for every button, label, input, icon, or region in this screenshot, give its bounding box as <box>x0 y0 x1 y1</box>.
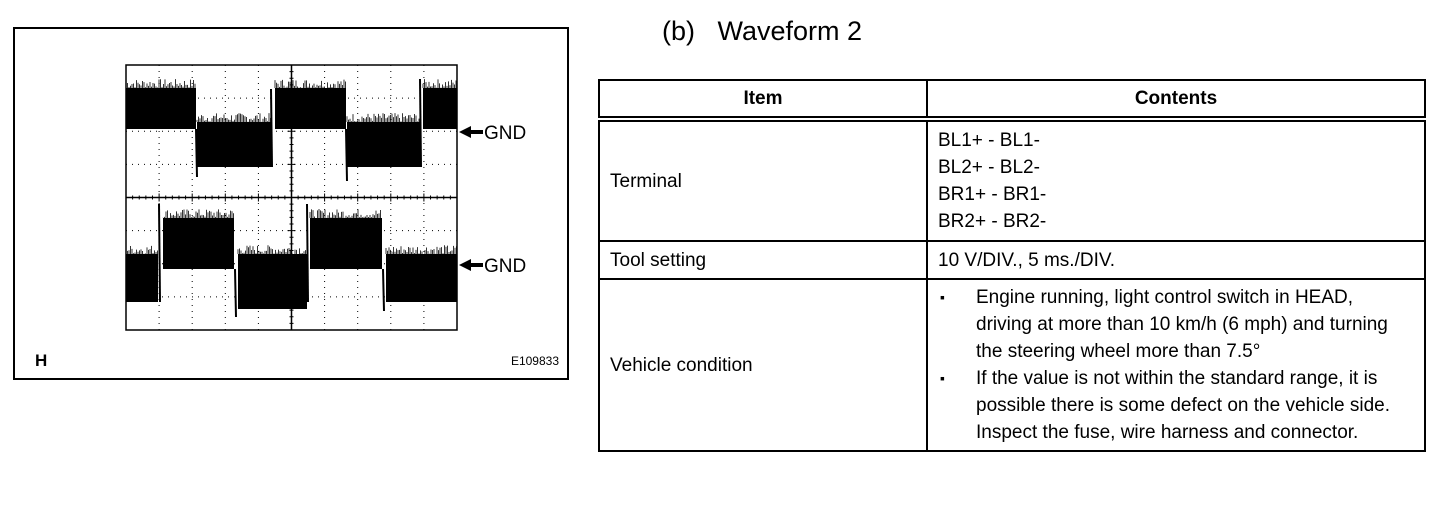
trace-edge <box>345 128 348 182</box>
trace-bottom-segment <box>238 254 307 309</box>
heading-title: Waveform 2 <box>717 16 863 46</box>
trace-top-segment <box>197 122 271 167</box>
bullet-icon: ▪ <box>940 370 945 386</box>
cell-vehicle-item: Vehicle condition <box>598 278 928 452</box>
trace-bottom-segment <box>386 254 457 302</box>
trace-edge <box>195 128 198 178</box>
waveform-figure: GND GND H E109833 <box>13 27 569 380</box>
terminal-line: BR1+ - BR1- <box>938 184 1047 205</box>
trace-top-segment <box>347 122 420 167</box>
bullet-icon: ▪ <box>940 289 945 305</box>
terminal-line: BR2+ - BR2- <box>938 211 1047 232</box>
table-row-tool-setting: Tool setting 10 V/DIV., 5 ms./DIV. <box>598 240 1426 280</box>
gnd-label-top: GND <box>484 123 527 144</box>
condition-text: If the value is not within the standard … <box>976 368 1391 443</box>
cell-tool-contents: 10 V/DIV., 5 ms./DIV. <box>926 240 1426 280</box>
header-item: Item <box>598 79 928 122</box>
table-row-terminal: Terminal BL1+ - BL1- BL2+ - BL2- BR1+ - … <box>598 118 1426 242</box>
gnd-arrow-bottom <box>459 259 483 271</box>
cell-terminal-item: Terminal <box>598 118 928 242</box>
cell-vehicle-contents: ▪ Engine running, light control switch i… <box>926 278 1426 452</box>
condition-list: ▪ Engine running, light control switch i… <box>938 284 1414 446</box>
gnd-arrow-top <box>459 126 483 138</box>
trace-edge <box>382 268 385 312</box>
scope-traces <box>125 78 457 318</box>
table-row-vehicle-condition: Vehicle condition ▪ Engine running, ligh… <box>598 278 1426 452</box>
trace-edge <box>158 203 161 303</box>
gnd-label-bottom: GND <box>484 256 527 277</box>
cell-terminal-contents: BL1+ - BL1- BL2+ - BL2- BR1+ - BR1- BR2+… <box>926 118 1426 242</box>
trace-edge <box>419 78 422 168</box>
spec-table: Item Contents Terminal BL1+ - BL1- BL2+ … <box>598 79 1426 452</box>
figure-code: E109833 <box>510 354 559 368</box>
oscilloscope-screen <box>125 64 483 331</box>
trace-edge <box>306 203 309 303</box>
cell-tool-item: Tool setting <box>598 240 928 280</box>
trace-top-segment <box>275 88 346 129</box>
trace-top-segment <box>423 88 457 129</box>
condition-text: Engine running, light control switch in … <box>976 287 1388 362</box>
terminal-line: BL1+ - BL1- <box>938 130 1040 151</box>
trace-top-segment <box>126 88 196 129</box>
section-heading: (b) Waveform 2 <box>662 14 862 48</box>
list-item: ▪ Engine running, light control switch i… <box>938 284 1414 365</box>
table-header-row: Item Contents <box>598 79 1426 122</box>
header-contents: Contents <box>926 79 1426 122</box>
trace-bottom-segment <box>126 254 158 302</box>
figure-letter: H <box>35 351 48 370</box>
trace-edge <box>234 268 237 318</box>
trace-bottom-segment <box>163 218 234 269</box>
terminal-line: BL2+ - BL2- <box>938 157 1040 178</box>
list-item: ▪ If the value is not within the standar… <box>938 365 1414 446</box>
heading-label: (b) <box>662 16 695 46</box>
trace-bottom-segment <box>310 218 382 269</box>
trace-edge <box>270 88 273 168</box>
